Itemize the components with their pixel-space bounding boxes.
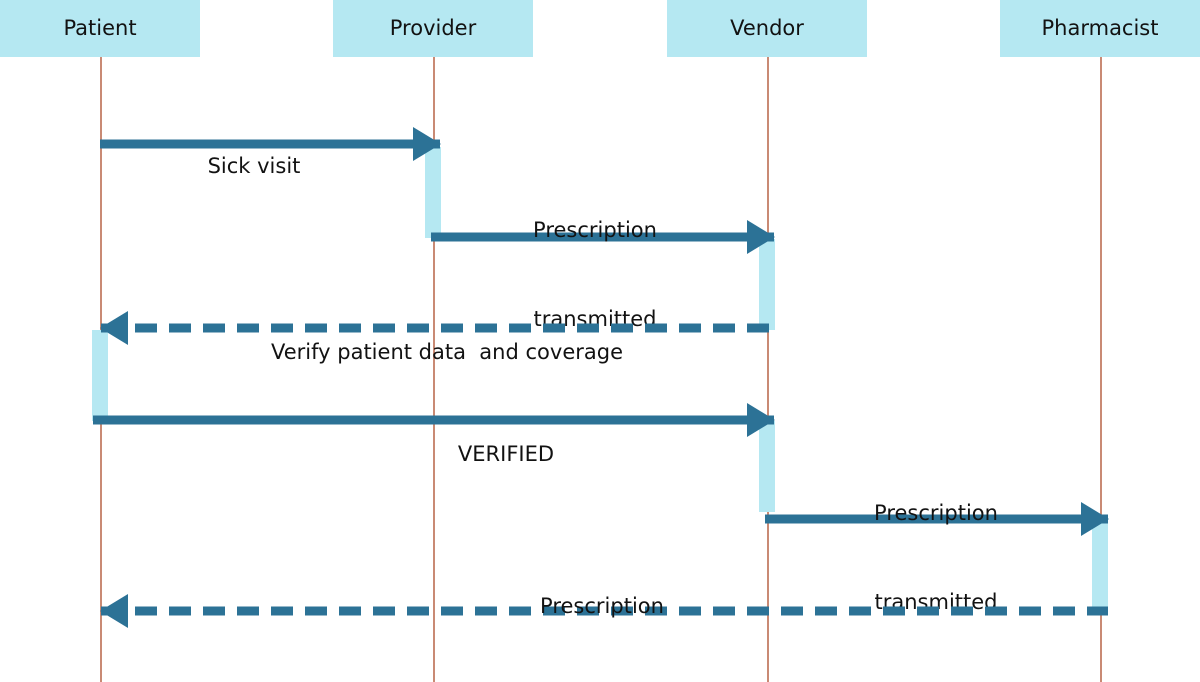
actor-header-vendor[interactable]: Vendor [667, 0, 867, 57]
message-label-verified: VERIFIED [306, 380, 706, 529]
lifeline-pharmacist [1100, 57, 1102, 682]
activation-bar-provider-1 [425, 147, 441, 238]
arrowhead-left-icon [100, 311, 128, 345]
activation-bar-vendor-2 [759, 421, 775, 512]
message-label-sick-visit: Sick visit [54, 92, 454, 241]
actor-header-pharmacist[interactable]: Pharmacist [1000, 0, 1200, 57]
message-label-line: Verify patient data and coverage [271, 339, 623, 364]
actor-header-patient[interactable]: Patient [0, 0, 200, 57]
activation-bar-patient-1 [92, 330, 108, 421]
message-line [431, 232, 774, 242]
actor-header-provider[interactable]: Provider [333, 0, 533, 57]
actor-label-vendor: Vendor [730, 16, 804, 40]
arrowhead-right-icon [1081, 502, 1109, 536]
message-line [100, 139, 440, 149]
arrowhead-left-icon [100, 594, 128, 628]
message-line [101, 323, 775, 333]
arrowhead-right-icon [747, 403, 775, 437]
message-label-line: Prescription [533, 217, 657, 242]
lifeline-provider [433, 57, 435, 682]
message-line [101, 606, 1108, 616]
activation-bar-vendor-1 [759, 239, 775, 330]
actor-label-pharmacist: Pharmacist [1041, 16, 1159, 40]
message-label-prescription-filled: Prescription FILLED [402, 532, 802, 682]
lifeline-vendor [767, 57, 769, 682]
message-label-verify-patient-data: Verify patient data and coverage [147, 278, 747, 427]
message-label-line: Prescription [540, 593, 664, 618]
actor-label-patient: Patient [63, 16, 137, 40]
arrowhead-right-icon [747, 220, 775, 254]
message-label-line: Prescription [874, 500, 998, 525]
message-label-line: Sick visit [207, 153, 301, 178]
actor-label-provider: Provider [389, 16, 477, 40]
message-line [765, 514, 1108, 524]
message-line [93, 415, 774, 425]
activation-bar-pharmacist-1 [1092, 520, 1108, 612]
message-label-line: VERIFIED [457, 441, 555, 466]
arrowhead-right-icon [413, 127, 441, 161]
